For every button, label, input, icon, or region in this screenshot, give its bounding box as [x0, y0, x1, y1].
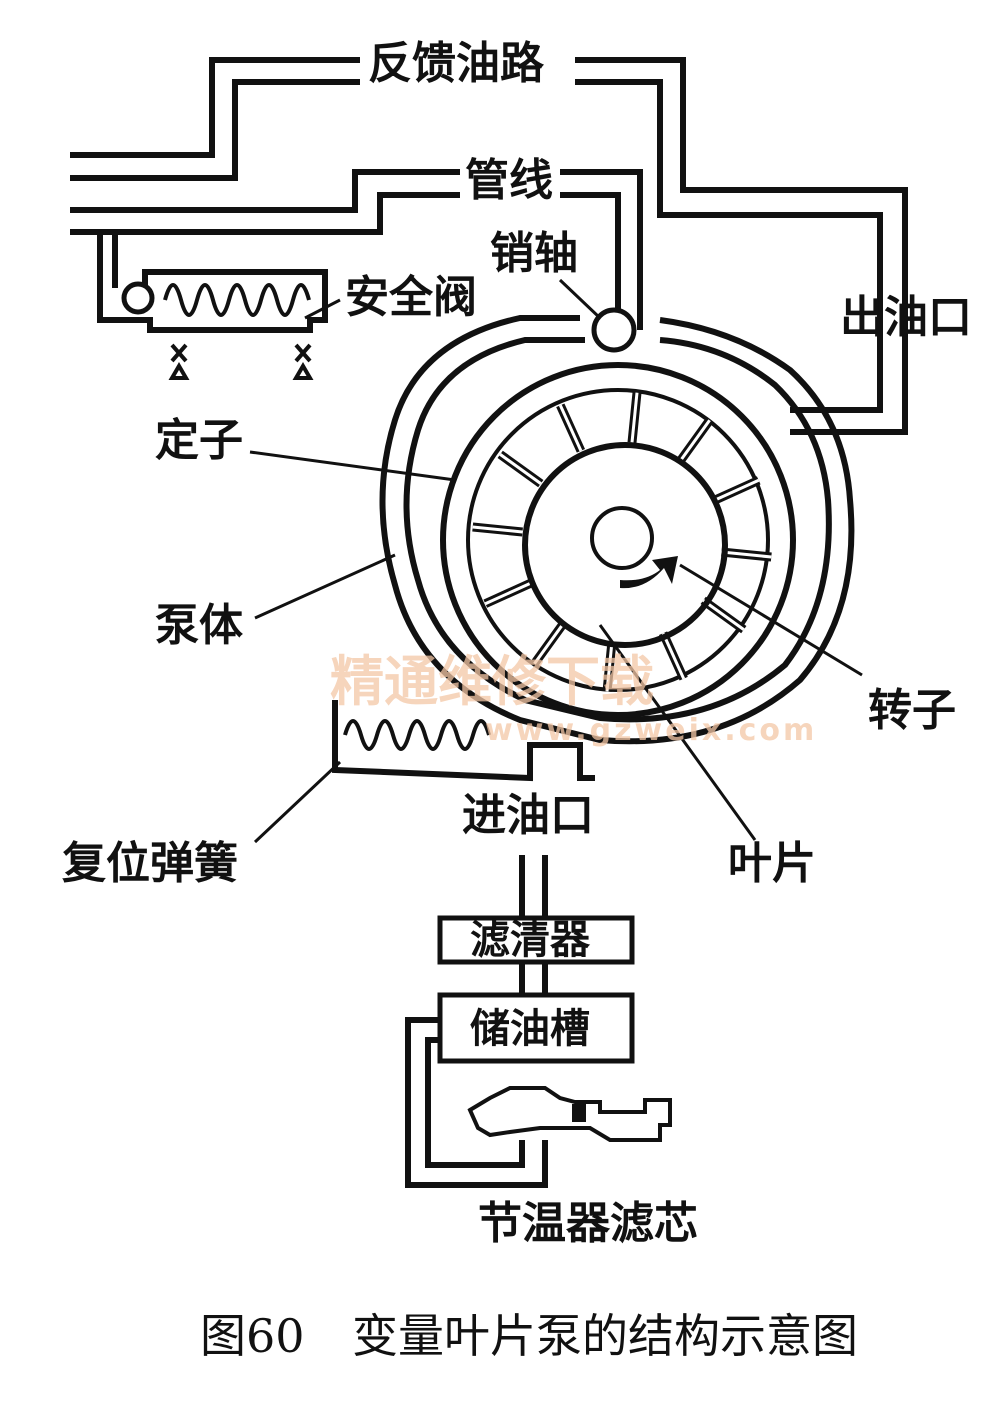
figure-title: 变量叶片泵的结构示意图: [352, 1309, 858, 1363]
label-outlet: 出油口: [840, 292, 972, 343]
label-thermostat-filter: 节温器滤芯: [478, 1198, 698, 1249]
inlet-line: [405, 855, 548, 1188]
vane-slot-8: [499, 453, 542, 485]
vane-slot-1: [721, 550, 772, 559]
vane-slot-9: [558, 404, 583, 452]
pipeline: [70, 169, 643, 330]
vane-slot-3: [661, 632, 686, 680]
pin-shaft-icon: [591, 307, 637, 353]
label-pipeline: 管线: [465, 155, 553, 206]
feedback-oil-line: [70, 57, 908, 435]
valve-ball-icon: [121, 281, 155, 315]
reservoir-box: [437, 992, 635, 1064]
rotor-shaft-icon: [590, 506, 654, 570]
rotor: [522, 442, 728, 648]
label-safety-valve: 安全阀: [345, 272, 477, 323]
vane-slot-6: [484, 581, 532, 606]
label-vane: 叶片: [728, 838, 816, 889]
vane-slot-7: [472, 525, 523, 534]
rotation-arrow-icon: [620, 556, 678, 589]
vanes: [472, 392, 772, 692]
figure-number: 图60: [200, 1309, 305, 1363]
return-spring-chamber: [332, 700, 595, 782]
stator: [440, 362, 796, 718]
watermark-url: www.gzweix.com: [485, 713, 817, 748]
leader-lines: [249, 278, 863, 844]
vane-slot-12: [712, 478, 760, 503]
label-filter: 滤清器: [470, 917, 591, 963]
safety-valve: [97, 232, 328, 380]
thermostat-filter-icon: [467, 1086, 672, 1142]
label-return-spring: 复位弹簧: [62, 838, 238, 889]
watermark-text: 精通维修下载: [330, 650, 654, 713]
label-stator: 定子: [155, 415, 243, 466]
label-pin-shaft: 销轴: [490, 228, 578, 279]
return-spring-icon: [343, 719, 491, 751]
label-rotor: 转子: [868, 685, 956, 736]
label-pump-body: 泵体: [155, 600, 243, 651]
vane-slot-2: [702, 599, 745, 631]
vane-slot-11: [679, 419, 711, 462]
pump-body: [379, 315, 855, 745]
valve-port-right-icon: [292, 343, 314, 380]
valve-port-left-icon: [168, 343, 190, 380]
vane-slot-10: [630, 392, 639, 443]
vane-slot-5: [533, 622, 565, 665]
filter-box: [437, 915, 635, 965]
vane-slot-4: [605, 641, 614, 692]
label-feedback-line: 反馈油路: [368, 38, 545, 89]
label-inlet: 进油口: [462, 790, 594, 841]
label-reservoir: 储油槽: [470, 1006, 590, 1052]
valve-spring-icon: [163, 283, 311, 317]
